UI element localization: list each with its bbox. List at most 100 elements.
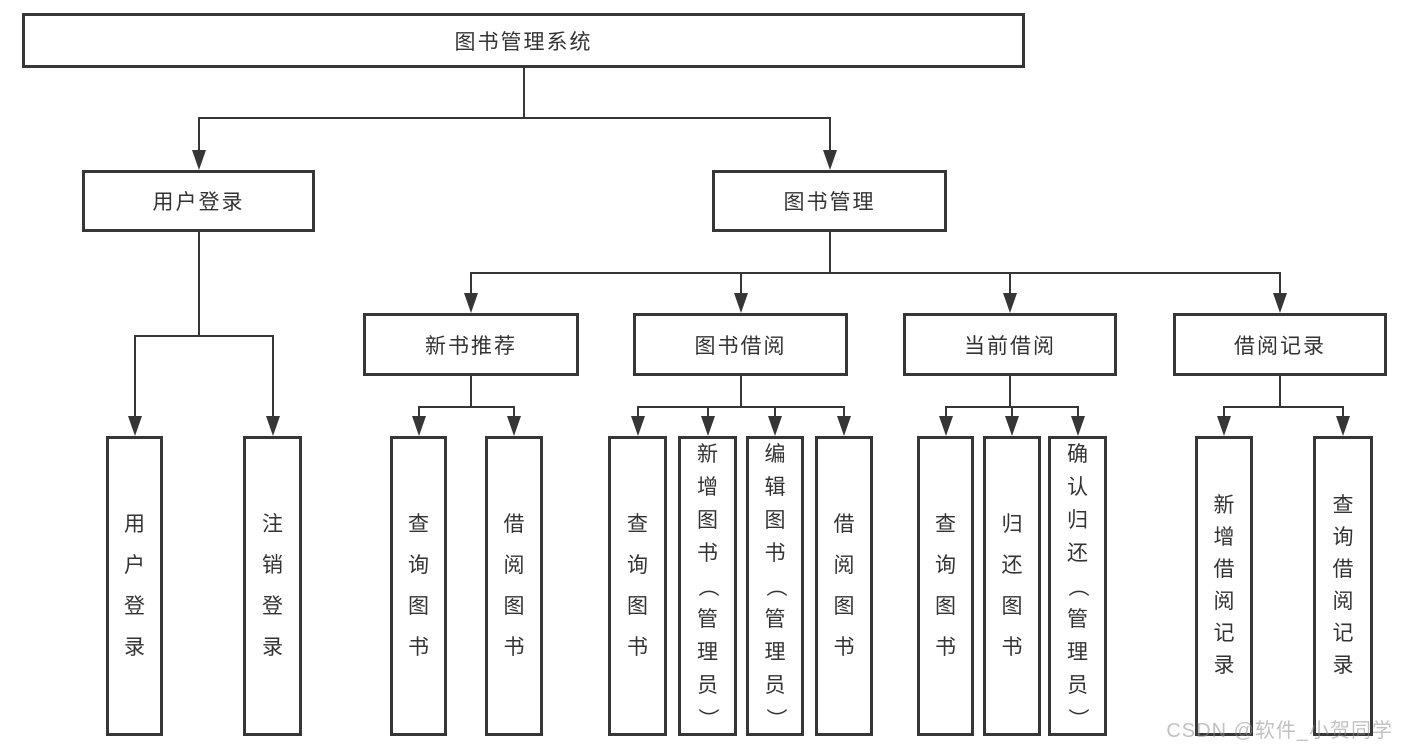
leaf-return-books: 归还图书	[983, 436, 1041, 736]
node-label-char: 书	[1001, 636, 1023, 659]
connector-line	[1011, 408, 1013, 422]
node-label-char: 录	[1332, 654, 1354, 677]
node-label-char: 编	[764, 442, 786, 466]
arrow-down-icon	[507, 416, 521, 436]
node-label-char: 图	[935, 595, 956, 618]
node-label-char: 销	[262, 554, 283, 577]
leaf-query-books-3: 查询图书	[917, 436, 974, 736]
node-label: 图书借阅	[694, 334, 787, 358]
leaf-query-books-2: 查询图书	[608, 436, 667, 736]
arrow-down-icon	[464, 293, 478, 313]
node-label-char: 户	[124, 554, 145, 577]
node-label-char: 管	[697, 607, 718, 631]
node-book-management: 图书管理	[712, 170, 947, 232]
node-label-char: ）	[763, 707, 787, 729]
node-label-char: 录	[262, 636, 283, 659]
arrow-down-icon	[1003, 293, 1017, 313]
connector-line	[739, 274, 742, 299]
arrow-down-icon	[191, 150, 206, 170]
connector-line	[470, 274, 472, 299]
node-label-char: 询	[627, 554, 648, 577]
arrow-down-icon	[1336, 416, 1350, 436]
node-label-char: 借	[833, 513, 855, 536]
node-label-char: 理	[1067, 640, 1088, 664]
connector-line	[1223, 408, 1225, 422]
node-label-char: 理	[764, 640, 786, 664]
node-label-char: 阅	[1213, 590, 1235, 613]
connector-line	[1223, 406, 1344, 408]
arrow-down-icon	[127, 416, 142, 436]
node-label-char: 归	[1067, 508, 1088, 532]
leaf-query-books-1: 查询图书	[390, 436, 447, 736]
arrow-down-icon	[1070, 416, 1085, 436]
connector-line	[513, 408, 515, 422]
connector-line	[843, 408, 845, 422]
arrow-down-icon	[768, 416, 782, 436]
node-label: 借阅记录	[1234, 334, 1326, 358]
arrow-down-icon	[1217, 416, 1231, 436]
connector-line	[133, 337, 136, 422]
node-label-char: 查	[408, 513, 429, 536]
node-label-char: （	[1066, 575, 1089, 597]
node-borrowing-records: 借阅记录	[1173, 313, 1387, 376]
node-label-char: （	[696, 575, 719, 597]
leaf-add-book-admin: 新增图书（管理员）	[678, 436, 737, 736]
connector-line	[1076, 408, 1079, 422]
arrow-down-icon	[411, 416, 426, 436]
csdn-watermark: CSDN @软件_小贺同学	[1166, 720, 1393, 742]
connector-line	[636, 406, 845, 408]
node-label-char: 记	[1213, 622, 1235, 645]
node-label: 新书推荐	[425, 334, 517, 358]
connector-line	[417, 408, 420, 422]
node-label-char: 登	[124, 595, 145, 618]
node-label-char: 录	[1213, 654, 1235, 677]
node-label-char: 员	[1067, 673, 1088, 697]
node-label: 图书管理系统	[454, 30, 593, 54]
node-label-char: 辑	[764, 475, 786, 499]
node-label-char: 还	[1067, 541, 1088, 565]
node-label-char: 图	[627, 595, 648, 618]
node-label-char: 员	[764, 673, 786, 697]
node-label-char: 图	[503, 595, 525, 618]
node-label-char: 录	[124, 636, 145, 659]
node-label-char: 书	[627, 636, 648, 659]
node-label-char: （	[763, 575, 787, 597]
connector-line	[944, 406, 1079, 408]
node-label-char: 书	[408, 636, 429, 659]
node-label-char: 查	[935, 513, 956, 536]
arrow-down-icon	[700, 416, 715, 436]
node-label-char: 新	[697, 442, 718, 466]
node-label-char: 增	[697, 475, 718, 499]
connector-line	[706, 408, 709, 422]
connector-line	[828, 232, 831, 274]
node-label-char: 图	[833, 595, 855, 618]
arrow-down-icon	[733, 293, 748, 313]
node-label-char: 书	[503, 636, 525, 659]
node-label-char: 理	[697, 640, 718, 664]
node-label-char: 借	[1213, 558, 1235, 581]
connector-line	[197, 232, 200, 337]
node-label-char: 书	[697, 541, 718, 565]
node-label-char: 阅	[833, 554, 855, 577]
node-label-char: 查	[1332, 494, 1354, 517]
connector-line	[828, 119, 831, 156]
node-label-char: 注	[262, 513, 283, 536]
node-label: 当前借阅	[964, 334, 1056, 358]
node-label: 用户登录	[152, 191, 245, 214]
arrow-down-icon	[1005, 416, 1019, 436]
connector-line	[636, 408, 639, 422]
connector-line	[1279, 274, 1281, 299]
node-label-char: 图	[697, 508, 718, 532]
node-label-char: 认	[1067, 475, 1088, 499]
node-label-char: ）	[696, 707, 719, 729]
connector-line	[1009, 274, 1011, 299]
connector-line	[739, 376, 742, 408]
connector-line	[470, 272, 1281, 274]
arrow-down-icon	[837, 416, 851, 436]
connector-line	[1342, 408, 1344, 422]
connector-line	[944, 408, 947, 422]
node-label-char: 图	[408, 595, 429, 618]
node-label-char: 新	[1213, 494, 1235, 517]
node-label-char: 询	[935, 554, 956, 577]
connector-line	[774, 408, 776, 422]
